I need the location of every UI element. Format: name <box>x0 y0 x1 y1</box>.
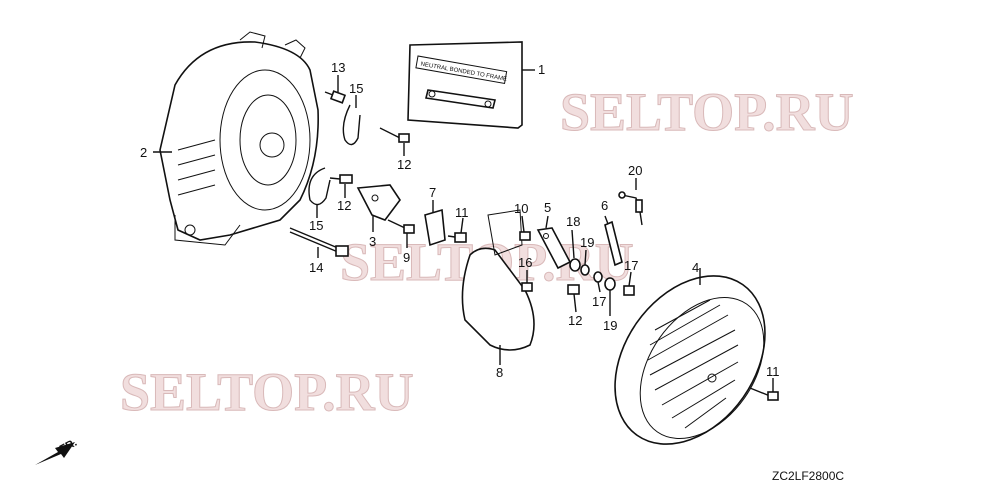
callout-12-upper: 12 <box>397 157 411 172</box>
callout-15-lower: 15 <box>309 218 323 233</box>
callout-18: 18 <box>566 214 580 229</box>
watermark-1: SELTOP.RU <box>560 82 854 142</box>
wire-hook-15-upper <box>342 104 361 146</box>
callout-3: 3 <box>369 234 376 249</box>
callout-5: 5 <box>544 200 551 215</box>
end-cover-4 <box>614 275 766 445</box>
rear-housing-part <box>159 31 319 246</box>
callout-4: 4 <box>692 260 699 275</box>
callout-19-lower: 19 <box>603 318 617 333</box>
rod-6 <box>604 220 623 267</box>
callout-20: 20 <box>628 163 642 178</box>
bolt-11-left <box>447 232 467 243</box>
callout-1: 1 <box>538 62 545 77</box>
callout-11-right: 11 <box>766 364 780 379</box>
cover-8 <box>461 209 535 351</box>
callout-17-right: 17 <box>624 258 638 273</box>
wire-hook-15-lower <box>308 167 331 206</box>
callout-12-mid: 12 <box>337 198 351 213</box>
callout-6: 6 <box>601 198 608 213</box>
bolt-13 <box>324 90 347 104</box>
bracket-7 <box>424 208 446 247</box>
callout-13: 13 <box>331 60 345 75</box>
bolt-11-right <box>749 387 779 401</box>
front-direction-arrow: FR. <box>35 437 79 465</box>
label-plate-part: NEUTRAL BONDED TO FRAME <box>407 41 523 129</box>
callout-9: 9 <box>403 250 410 265</box>
callout-2: 2 <box>140 145 147 160</box>
callout-8: 8 <box>496 365 503 380</box>
stud-14 <box>289 227 349 257</box>
bracket-3 <box>356 184 401 221</box>
callout-10: 10 <box>514 201 528 216</box>
leader-lines <box>153 69 774 392</box>
nut-17-right <box>623 285 635 296</box>
callout-14: 14 <box>309 260 323 275</box>
callout-16: 16 <box>518 255 532 270</box>
callout-7: 7 <box>429 185 436 200</box>
bolt-12-upper <box>379 127 410 143</box>
bolt-12-mid <box>329 174 353 184</box>
callout-19-upper: 19 <box>580 235 594 250</box>
callout-12-lower: 12 <box>568 313 582 328</box>
bolt-12-lower <box>567 284 580 295</box>
drawing-code: ZC2LF2800C <box>772 469 844 483</box>
direction-label: FR. <box>58 437 79 456</box>
watermark-3: SELTOP.RU <box>120 362 414 422</box>
bolt-10 <box>519 231 531 241</box>
bolt-16 <box>521 282 533 292</box>
bolt-9 <box>387 219 415 234</box>
callout-11-left: 11 <box>455 205 469 220</box>
wire-20 <box>618 191 643 226</box>
callout-17-left: 17 <box>592 294 606 309</box>
callout-15-upper: 15 <box>349 81 363 96</box>
